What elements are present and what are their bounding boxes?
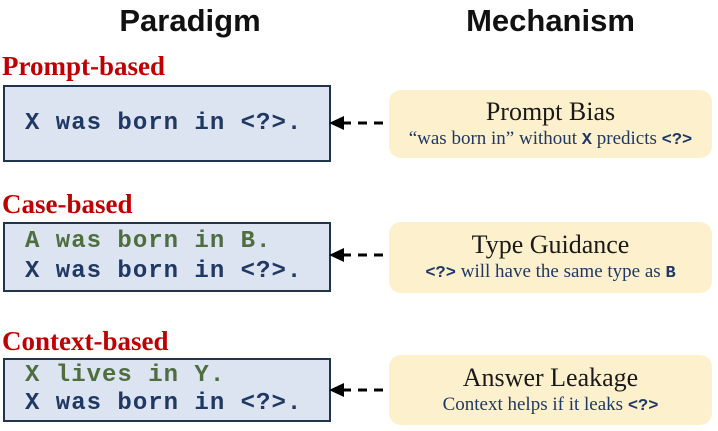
subtitle-part-code: <?> (425, 264, 456, 283)
subtitle-part-code: B (665, 264, 676, 283)
mechanism-box-type-guidance: Type Guidance <?> will have the same typ… (389, 222, 712, 293)
prompt-example-box: X was born in <?>. (3, 85, 331, 162)
mechanism-subtitle: <?> will have the same type as B (425, 260, 675, 285)
column-header-paradigm: Paradigm (119, 3, 261, 38)
subtitle-part: will have the same type as (455, 261, 666, 282)
code-line: X was born in <?>. (25, 258, 303, 285)
section-label-case-based: Case-based (2, 189, 133, 219)
mechanism-title: Prompt Bias (485, 96, 616, 126)
mechanism-box-prompt-bias: Prompt Bias “was born in” without X pred… (389, 90, 712, 158)
subtitle-part-code: <?> (661, 130, 693, 150)
mechanism-subtitle: Context helps if it leaks <?> (443, 393, 659, 418)
section-label-prompt-based: Prompt-based (2, 51, 166, 81)
dashed-arrow-left-icon (329, 380, 391, 400)
column-header-mechanism: Mechanism (466, 3, 635, 38)
code-line: X was born in <?>. (25, 109, 303, 137)
subtitle-part-code: <?> (627, 396, 659, 416)
subtitle-part: Context helps if it leaks (442, 393, 628, 415)
dashed-arrow-left-icon (329, 245, 391, 265)
subtitle-part-code: X (581, 130, 592, 150)
mechanism-box-answer-leakage: Answer Leakage Context helps if it leaks… (389, 355, 712, 425)
mechanism-title: Answer Leakage (462, 362, 639, 392)
code-line: A was born in B. (25, 228, 272, 255)
dashed-arrow-left-icon (329, 113, 391, 133)
subtitle-part: predicts (592, 127, 662, 149)
code-line: X was born in <?>. (25, 390, 303, 417)
mechanism-subtitle: “was born in” without X predicts <?> (409, 127, 693, 152)
code-line: X lives in Y. (25, 362, 226, 389)
subtitle-part: “was born in” without (408, 127, 582, 149)
case-example-box: A was born in B. X was born in <?>. (3, 222, 331, 292)
mechanism-title: Type Guidance (471, 230, 630, 259)
context-example-box: X lives in Y. X was born in <?>. (3, 358, 331, 422)
section-label-context-based: Context-based (2, 326, 169, 356)
